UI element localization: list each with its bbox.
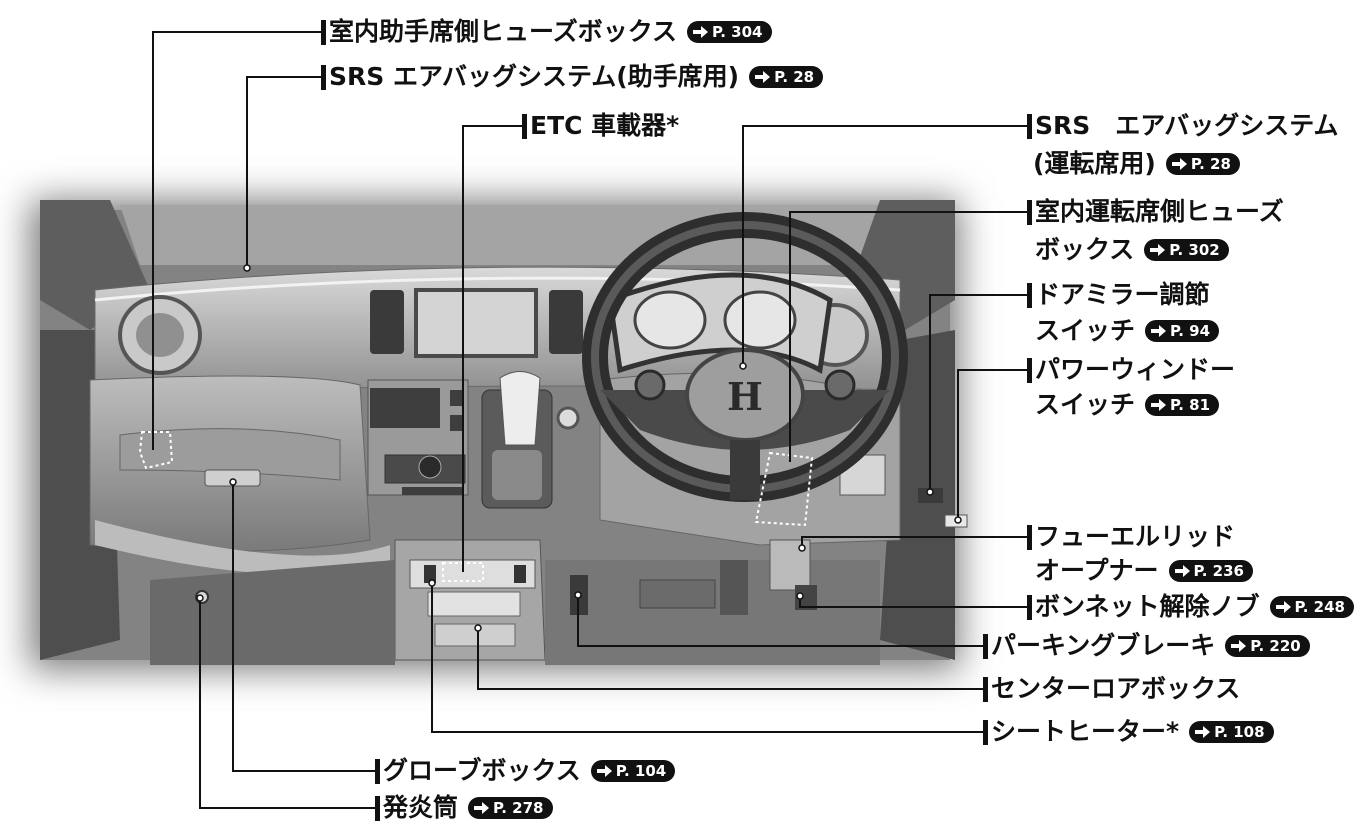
leader-flare	[199, 598, 375, 809]
leader-glovebox	[232, 482, 375, 772]
callout-passenger-fuse: 室内助手席側ヒューズボックス P. 304	[321, 16, 772, 48]
page-ref-badge[interactable]: P. 94	[1145, 320, 1220, 342]
leader-parking-brake	[577, 595, 983, 647]
arrow-icon	[1149, 244, 1166, 256]
arrow-icon	[1150, 399, 1167, 411]
arrow-icon	[1194, 726, 1211, 738]
page-ref-badge[interactable]: P. 220	[1225, 635, 1310, 657]
page-ref-badge[interactable]: P. 81	[1145, 394, 1220, 416]
page-ref-badge[interactable]: P. 104	[590, 760, 676, 782]
arrow-icon	[1275, 601, 1291, 613]
callout-driver-airbag: SRS エアバッグシステム	[1027, 110, 1339, 142]
page-ref-badge[interactable]: P. 304	[687, 21, 772, 43]
page-ref-badge[interactable]: P. 28	[749, 66, 824, 88]
arrow-icon	[1174, 565, 1190, 577]
windshield	[120, 205, 880, 265]
callout-passenger-airbag: SRS エアバッグシステム(助手席用) P. 28	[321, 61, 824, 93]
leader-driver-airbag	[742, 125, 1027, 366]
arrow-icon	[754, 71, 771, 83]
center-vent-right	[549, 290, 583, 354]
arrow-icon	[1230, 640, 1247, 652]
callout-hood: ボンネット解除ノブ P. 248	[1027, 591, 1354, 623]
callout-glovebox: グローブボックス P. 104	[375, 755, 676, 787]
leader-passenger-fuse	[152, 31, 321, 450]
driver-fuse-marker	[754, 451, 814, 527]
page-ref-badge[interactable]: P. 278	[468, 797, 553, 819]
leader-etc	[462, 125, 522, 572]
leader-lines	[152, 31, 1027, 809]
callout-power-window: パワーウィンドー	[1027, 354, 1235, 386]
arrow-icon	[1150, 325, 1167, 337]
leader-driver-fuse	[789, 211, 1027, 462]
callout-flare: 発炎筒 P. 278	[375, 792, 553, 824]
page-ref-badge[interactable]: P. 248	[1269, 596, 1354, 618]
callout-mirror: ドアミラー調節	[1027, 279, 1210, 311]
leader-power-window	[957, 369, 1027, 520]
callout-seat-heater: シートヒーター* P. 108	[983, 716, 1274, 748]
callout-etc: ETC 車載器*	[522, 110, 679, 142]
honda-emblem: H	[727, 374, 763, 419]
leader-passenger-airbag	[246, 76, 321, 268]
callout-mirror-line2: スイッチ P. 94	[1035, 315, 1220, 347]
page-ref-badge[interactable]: P. 28	[1165, 153, 1240, 175]
callout-lower-box: センターロアボックス	[983, 673, 1240, 705]
callout-parking-brake: パーキングブレーキ P. 220	[983, 630, 1310, 662]
center-vent-left	[370, 290, 404, 354]
callout-driver-fuse: 室内運転席側ヒューズ	[1027, 196, 1284, 228]
leader-mirror	[929, 294, 1027, 492]
page-ref-badge[interactable]: P. 302	[1144, 239, 1229, 261]
leader-seat-heater	[431, 583, 983, 733]
page-ref-badge[interactable]: P. 108	[1189, 721, 1274, 743]
callout-power-window-line2: スイッチ P. 81	[1035, 389, 1220, 421]
shift-lever	[499, 371, 541, 446]
arrow-icon	[692, 26, 709, 38]
callout-driver-fuse-line2: ボックス P. 302	[1035, 234, 1229, 266]
arrow-icon	[1171, 158, 1187, 170]
callout-driver-airbag-line2: (運転席用) P. 28	[1033, 148, 1240, 180]
page-ref-badge[interactable]: P. 236	[1168, 560, 1253, 582]
leader-lower-box	[477, 628, 983, 690]
callout-fuel-lid-line2: オープナー P. 236	[1035, 555, 1253, 587]
callout-fuel-lid: フューエルリッド	[1027, 521, 1235, 553]
arrow-icon	[473, 802, 490, 814]
arrow-icon	[596, 765, 612, 777]
center-screen	[414, 288, 538, 358]
